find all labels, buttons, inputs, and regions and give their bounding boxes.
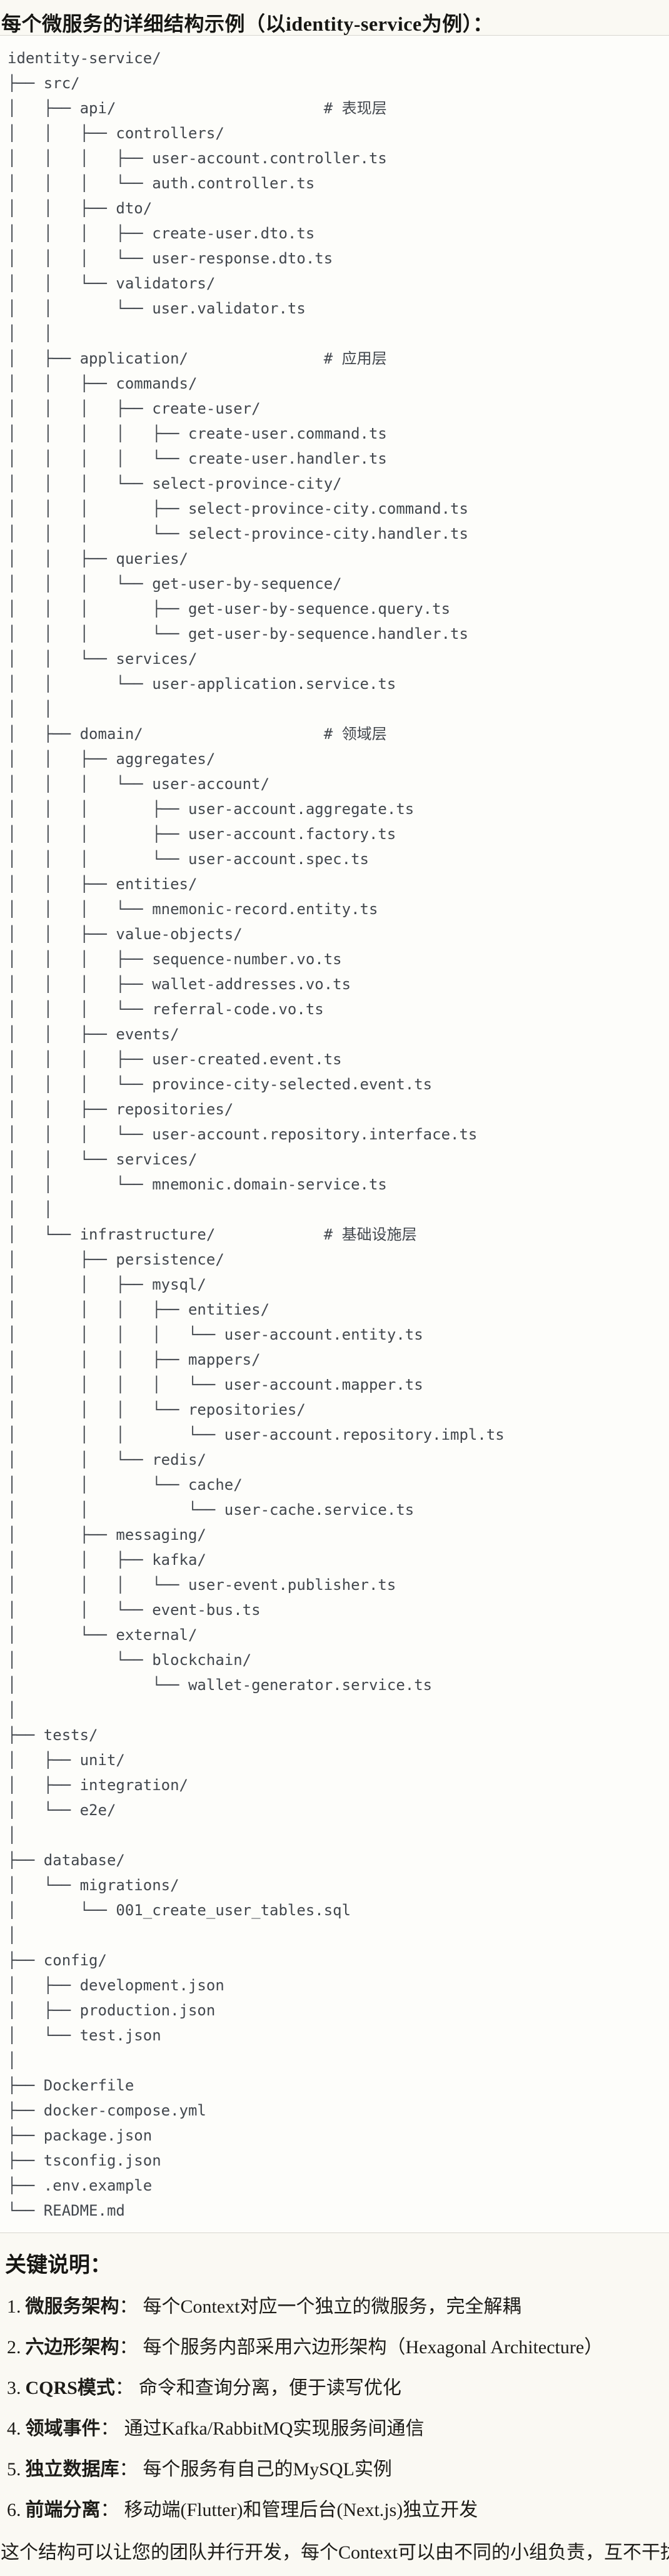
notes-list: 1.微服务架构：每个Context对应一个独立的微服务，完全解耦 2.六边形架构… xyxy=(0,2296,663,2521)
list-item-colon: ： xyxy=(100,2418,119,2439)
list-item-description: 每个服务有自己的MySQL实例 xyxy=(143,2459,392,2480)
list-item-number: 3. xyxy=(7,2378,21,2398)
list-item-number: 2. xyxy=(7,2337,21,2358)
list-item-colon: ： xyxy=(114,2378,134,2398)
list-item-description: 通过Kafka/RabbitMQ实现服务间通信 xyxy=(124,2418,425,2439)
list-item-label: 前端分离 xyxy=(25,2500,101,2520)
list-item-colon: ： xyxy=(119,2296,138,2317)
list-item-number: 5. xyxy=(7,2459,21,2480)
list-item-label: 独立数据库 xyxy=(25,2459,119,2480)
directory-tree: identity-service/ ├── src/ │ ├── api/ # … xyxy=(8,49,505,2219)
notes-heading: 关键说明： xyxy=(5,2254,111,2277)
list-item-number: 4. xyxy=(7,2418,21,2439)
list-item-colon: ： xyxy=(119,2337,138,2358)
list-item-label: 六边形架构 xyxy=(25,2337,119,2358)
list-item-description: 每个服务内部采用六边形架构（Hexagonal Architecture） xyxy=(143,2337,603,2358)
list-item-colon: ： xyxy=(100,2500,119,2520)
list-item-description: 每个Context对应一个独立的微服务，完全解耦 xyxy=(143,2296,521,2317)
list-item: 1.微服务架构：每个Context对应一个独立的微服务，完全解耦 xyxy=(7,2296,663,2318)
list-item-label: 领域事件 xyxy=(25,2418,101,2439)
list-item: 6.前端分离：移动端(Flutter)和管理后台(Next.js)独立开发 xyxy=(7,2500,663,2521)
list-item: 4.领域事件：通过Kafka/RabbitMQ实现服务间通信 xyxy=(7,2418,663,2440)
list-item-description: 移动端(Flutter)和管理后台(Next.js)独立开发 xyxy=(124,2500,478,2520)
list-item: 5.独立数据库：每个服务有自己的MySQL实例 xyxy=(7,2459,663,2480)
list-item-colon: ： xyxy=(119,2459,138,2480)
page-title: 每个微服务的详细结构示例（以identity-service为例）： xyxy=(1,13,493,35)
notes-section: 关键说明： 1.微服务架构：每个Context对应一个独立的微服务，完全解耦 2… xyxy=(0,2233,669,2565)
list-item: 2.六边形架构：每个服务内部采用六边形架构（Hexagonal Architec… xyxy=(7,2337,663,2358)
list-item-label: 微服务架构 xyxy=(25,2296,119,2317)
summary-paragraph: 这个结构可以让您的团队并行开发，每个Context可以由不同的小组负责，互不干扰… xyxy=(1,2542,669,2563)
list-item-label: CQRS模式 xyxy=(25,2378,115,2398)
list-item-number: 6. xyxy=(7,2500,21,2520)
page-header: 每个微服务的详细结构示例（以identity-service为例）： xyxy=(0,0,669,35)
list-item-number: 1. xyxy=(7,2296,21,2317)
list-item-description: 命令和查询分离，便于读写优化 xyxy=(138,2378,401,2398)
list-item: 3.CQRS模式：命令和查询分离，便于读写优化 xyxy=(7,2378,663,2399)
code-block: identity-service/ ├── src/ │ ├── api/ # … xyxy=(0,35,669,2233)
